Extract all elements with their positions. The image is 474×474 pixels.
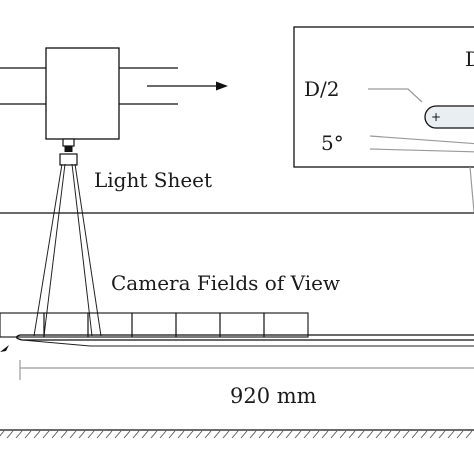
hatch-stroke (42, 430, 50, 439)
inset-connector (469, 166, 474, 213)
laser-box (45, 47, 120, 140)
hatch-stroke (186, 430, 194, 439)
hatch-stroke (6, 430, 14, 439)
hatch-stroke (132, 430, 140, 439)
hatch-stroke (312, 430, 320, 439)
hatch-stroke (321, 430, 329, 439)
lens (64, 146, 73, 152)
hatch-stroke (456, 430, 464, 439)
hatch-stroke (168, 430, 176, 439)
light-sheet-label: Light Sheet (94, 168, 212, 192)
angle-line-upper (369, 135, 474, 145)
optics-head (59, 153, 78, 166)
hatch-stroke (411, 430, 419, 439)
model-plate (0, 334, 474, 352)
hatch-stroke (330, 430, 338, 439)
floor (0, 429, 474, 439)
camera-fov-box-5 (175, 312, 221, 338)
inset-d-half-label: D/2 (304, 77, 340, 101)
hatch-stroke (69, 430, 77, 439)
length-label: 920 mm (230, 384, 317, 408)
fin-section (424, 105, 474, 129)
camera-fov-box-7 (263, 312, 309, 338)
fan-left-outer (33, 163, 63, 337)
hatch-stroke (96, 430, 104, 439)
hatch-stroke (384, 430, 392, 439)
hatch-stroke (114, 430, 122, 439)
floor-hatching (0, 430, 473, 439)
camera-fov-box-3 (87, 312, 133, 338)
hatch-stroke (141, 430, 149, 439)
hatch-stroke (357, 430, 365, 439)
camera-fov-box-2 (43, 312, 89, 338)
lens-mount (62, 138, 75, 147)
hatch-stroke (438, 430, 446, 439)
length-dimension (19, 360, 474, 380)
inset-panel: D/2 D + 5° (293, 26, 474, 213)
camera-fields-of-view (0, 312, 309, 338)
hatch-stroke (375, 430, 383, 439)
hatch-stroke (60, 430, 68, 439)
hatch-stroke (465, 430, 473, 439)
hatch-stroke (150, 430, 158, 439)
hatch-stroke (87, 430, 95, 439)
hatch-stroke (420, 430, 428, 439)
flow-arrow-head (216, 81, 228, 91)
hatch-stroke (447, 430, 455, 439)
hatch-stroke (159, 430, 167, 439)
hatch-stroke (33, 430, 41, 439)
hatch-stroke (249, 430, 257, 439)
fan-right-outer (74, 163, 102, 337)
hatch-stroke (195, 430, 203, 439)
hatch-stroke (303, 430, 311, 439)
hatch-stroke (339, 430, 347, 439)
hatch-stroke (240, 430, 248, 439)
hatch-stroke (285, 430, 293, 439)
hatch-stroke (123, 430, 131, 439)
fan-left-inner (43, 163, 66, 337)
light-sheet-fan (33, 163, 102, 337)
hatch-stroke (105, 430, 113, 439)
hatch-stroke (348, 430, 356, 439)
hatch-stroke (276, 430, 284, 439)
hatch-stroke (213, 430, 221, 439)
hatch-stroke (294, 430, 302, 439)
angle-line-lower (369, 148, 474, 153)
hatch-stroke (402, 430, 410, 439)
plate-leading-edge (15, 334, 23, 341)
hatch-stroke (258, 430, 266, 439)
inset-corner-label: D (465, 47, 474, 71)
camera-fov-box-4 (131, 312, 177, 338)
fan-right-inner (71, 163, 93, 337)
camera-fov-label: Camera Fields of View (111, 271, 340, 295)
hatch-stroke (222, 430, 230, 439)
camera-fov-box-6 (219, 312, 265, 338)
hatch-stroke (24, 430, 32, 439)
hatch-stroke (15, 430, 23, 439)
light-source (0, 47, 228, 166)
hatch-stroke (429, 430, 437, 439)
hatch-stroke (267, 430, 275, 439)
fin-center-plus: + (431, 110, 441, 124)
plate-wedge-line (21, 339, 91, 347)
hatch-stroke (231, 430, 239, 439)
hatch-stroke (51, 430, 59, 439)
hatch-stroke (393, 430, 401, 439)
hatch-stroke (0, 430, 5, 437)
hatch-stroke (204, 430, 212, 439)
d-half-leader (368, 88, 423, 103)
inset-frame (293, 26, 474, 168)
hatch-stroke (366, 430, 374, 439)
hatch-stroke (78, 430, 86, 439)
hatch-stroke (177, 430, 185, 439)
inset-angle-label: 5° (321, 131, 344, 155)
origin-arrow (0, 345, 9, 352)
